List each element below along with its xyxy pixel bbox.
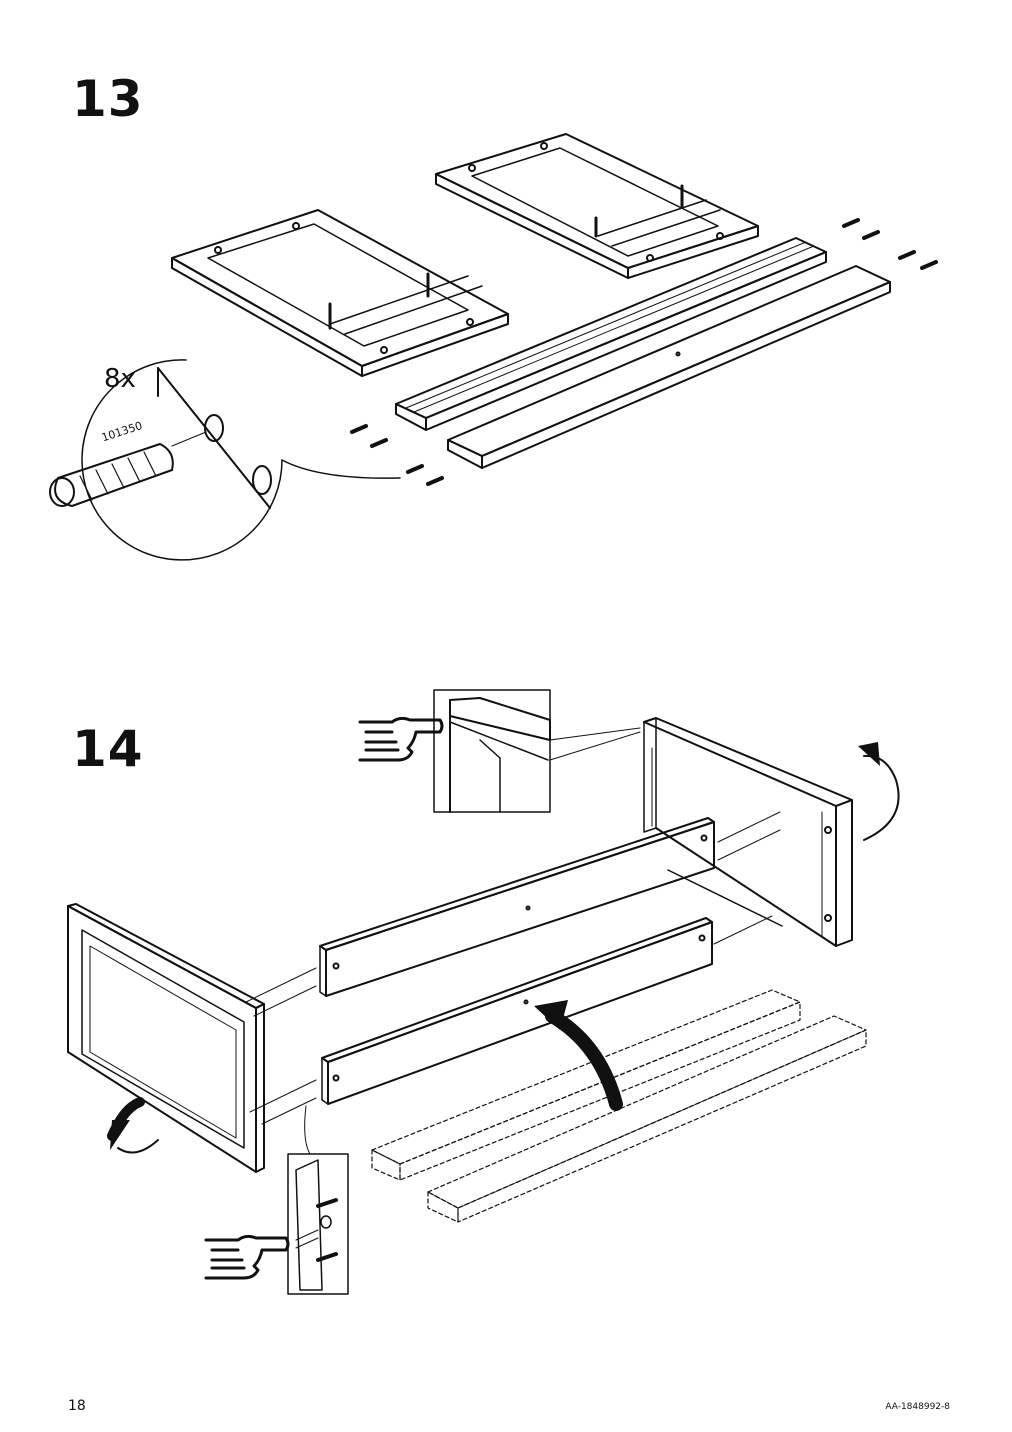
upper-rail	[395, 237, 827, 431]
lower-board	[447, 265, 891, 469]
document-code: AA-1848992-8	[885, 1402, 950, 1412]
upper-long-board	[245, 811, 781, 1017]
detail-inset-top	[433, 689, 641, 813]
right-end-frame	[643, 717, 853, 947]
pointing-hand-icon-bottom	[204, 1234, 290, 1280]
step-number-14: 14	[72, 720, 144, 778]
page-number: 18	[68, 1398, 86, 1414]
lower-long-board	[249, 915, 773, 1125]
detail-inset-bottom	[287, 1105, 349, 1295]
right-frame-panel	[435, 133, 759, 279]
rotate-arrow-icon-left	[107, 1097, 159, 1154]
dowel-callout	[49, 359, 401, 561]
rotate-arrow-icon	[858, 742, 900, 841]
dowel-icon	[350, 218, 938, 486]
ghost-boards	[371, 989, 867, 1223]
step-number-13: 13	[72, 70, 144, 128]
pointing-hand-icon	[358, 716, 444, 762]
left-frame-panel	[171, 209, 509, 377]
left-end-frame	[67, 903, 265, 1173]
dowel-quantity: 8x	[104, 364, 136, 394]
lift-arrow-icon	[534, 1000, 623, 1111]
